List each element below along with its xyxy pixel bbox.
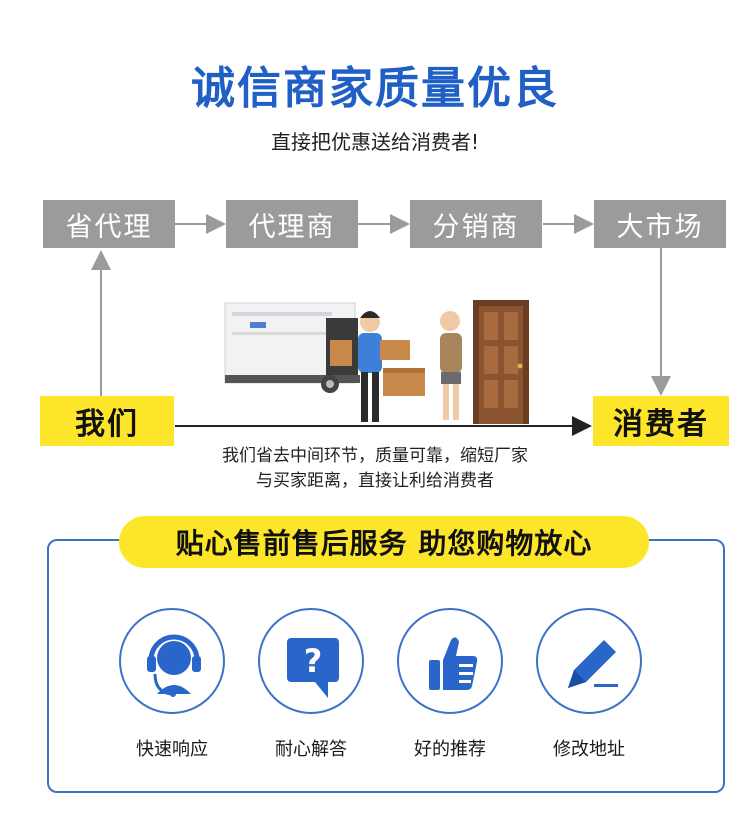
boxes-illustration bbox=[383, 368, 425, 396]
flow-end-label: 消费者 bbox=[593, 396, 729, 446]
service-label-patient-answers: 耐心解答 bbox=[275, 739, 347, 760]
chain-step-distributor: 分销商 bbox=[410, 200, 542, 248]
customer-illustration bbox=[440, 311, 462, 420]
service-label-change-address: 修改地址 bbox=[553, 739, 625, 760]
flow-start-label: 我们 bbox=[40, 396, 174, 446]
service-item-change-address bbox=[536, 608, 642, 714]
service-item-patient-answers: ? bbox=[258, 608, 364, 714]
door-illustration bbox=[473, 300, 529, 424]
chain-step-province-agent: 省代理 bbox=[43, 200, 175, 248]
svg-text:?: ? bbox=[304, 642, 323, 680]
flow-description-line-1: 我们省去中间环节，质量可靠，缩短厂家 bbox=[222, 446, 528, 466]
chain-step-market: 大市场 bbox=[594, 200, 726, 248]
headset-icon bbox=[147, 634, 201, 697]
distribution-flow-diagram bbox=[91, 214, 671, 436]
direct-arrow-head bbox=[572, 416, 592, 436]
page-title: 诚信商家质量优良 bbox=[191, 63, 559, 114]
service-item-quick-response bbox=[119, 608, 225, 714]
page-subtitle: 直接把优惠送给消费者! bbox=[270, 130, 480, 154]
delivery-truck-illustration bbox=[224, 302, 360, 393]
flow-description-line-2: 与买家距离，直接让利给消费者 bbox=[256, 471, 494, 491]
service-label-quick-response: 快速响应 bbox=[136, 739, 208, 760]
service-banner: 贴心售前售后服务 助您购物放心 bbox=[119, 516, 649, 568]
chain-step-agent: 代理商 bbox=[226, 200, 358, 248]
flow-description: 我们省去中间环节，质量可靠，缩短厂家 与买家距离，直接让利给消费者 bbox=[150, 444, 600, 494]
question-chat-icon: ? bbox=[287, 638, 339, 698]
thumbs-up-icon bbox=[429, 637, 478, 690]
service-item-good-recommendations bbox=[397, 608, 503, 714]
service-label-good-recommendations: 好的推荐 bbox=[414, 739, 486, 760]
delivery-person-illustration bbox=[358, 311, 410, 422]
pencil-edit-icon bbox=[568, 640, 618, 688]
